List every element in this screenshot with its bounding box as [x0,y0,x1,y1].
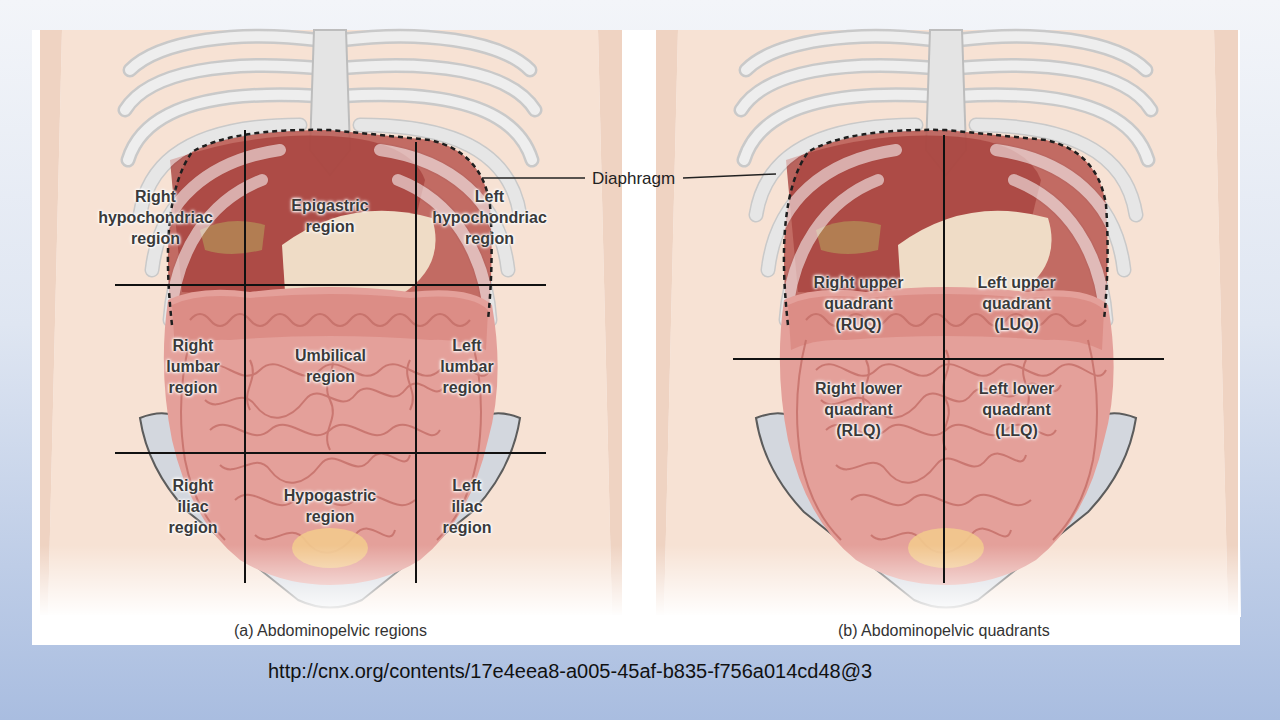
region-label: Epigastric region [275,195,385,237]
callout-label: Diaphragm [592,168,675,189]
region-label: Right hypochondriac region [93,186,218,249]
region-label: Umbilical region [283,345,378,387]
quadrant-label: Left lower quadrant (LLQ) [964,378,1069,441]
region-label: Left hypochondriac region [427,186,552,249]
quadrant-label: Left upper quadrant (LUQ) [964,272,1069,335]
region-label: Hypogastric region [275,485,385,527]
abdomen-illustration [656,30,1241,617]
abdomen-illustration [40,30,625,617]
quadrant-label: Right lower quadrant (RLQ) [806,378,911,441]
region-label: Left iliac region [436,475,498,538]
quadrant-label: Right upper quadrant (RUQ) [806,272,911,335]
quadrant-grid [733,135,1164,583]
region-label: Right lumbar region [157,335,229,398]
region-label: Left lumbar region [431,335,503,398]
figure-caption: (b) Abdominopelvic quadrants [838,620,1050,641]
region-label: Right iliac region [162,475,224,538]
figure-caption: (a) Abdominopelvic regions [234,620,427,641]
source-url: http://cnx.org/contents/17e4eea8-a005-45… [268,661,872,682]
